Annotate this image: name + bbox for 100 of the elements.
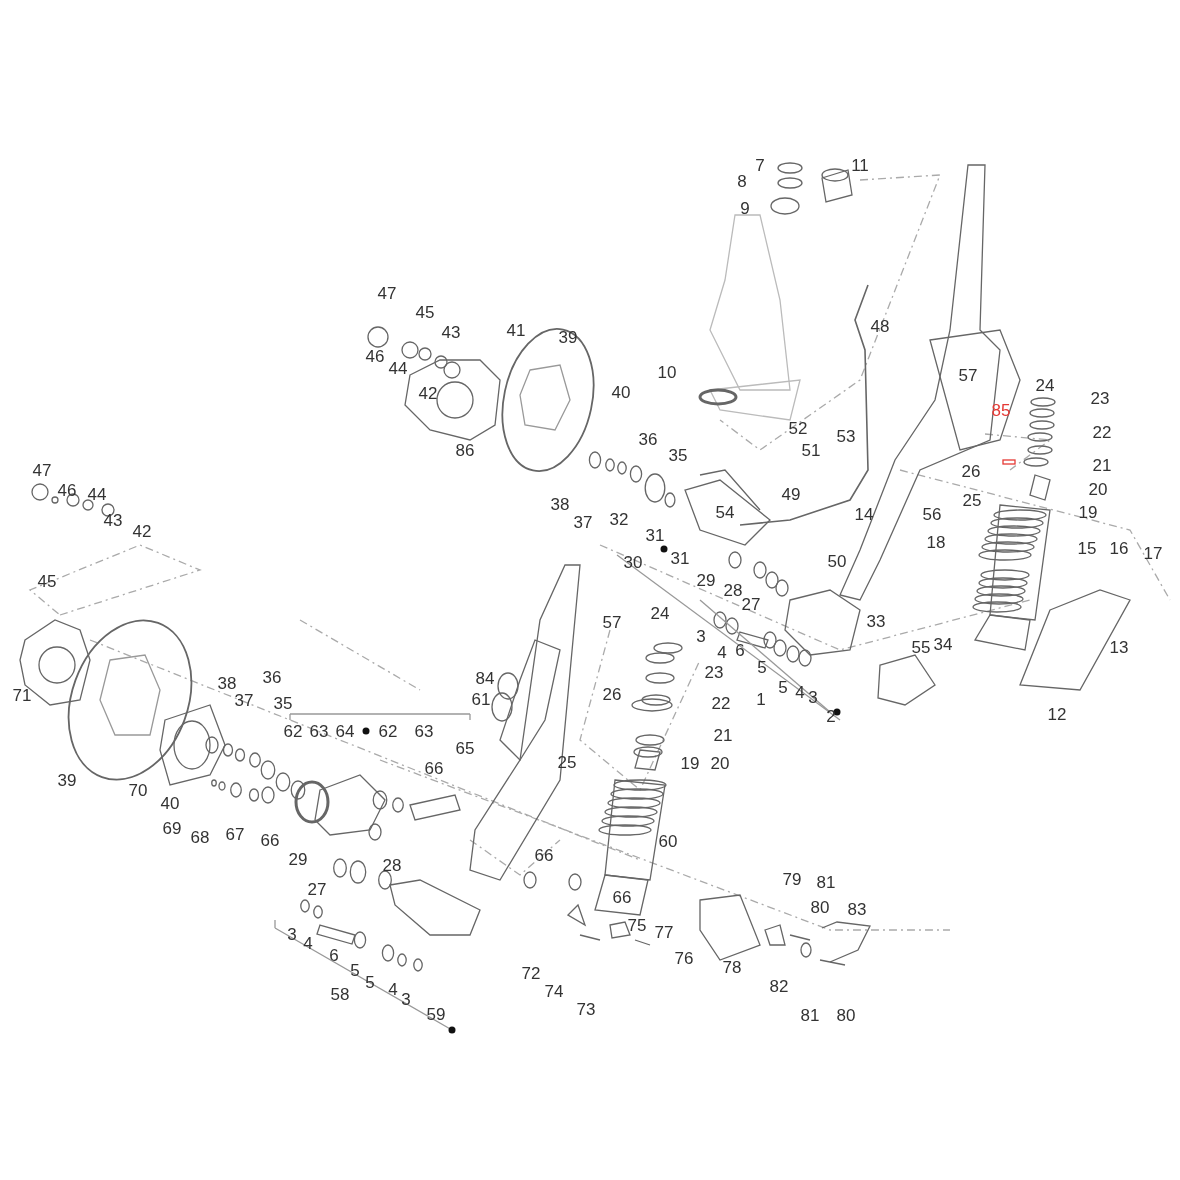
callout-number: 66 xyxy=(260,831,280,849)
callout-number: 29 xyxy=(288,850,308,868)
callout-number: 27 xyxy=(307,880,327,898)
callout-number: 57 xyxy=(958,366,978,384)
callout-number: 9 xyxy=(740,199,750,217)
callout-number: 67 xyxy=(225,825,245,843)
callout-number: 39 xyxy=(558,328,578,346)
callout-number: 37 xyxy=(234,691,254,709)
callout-number: 66 xyxy=(612,888,632,906)
callout-number: 80 xyxy=(810,898,830,916)
callout-number: 27 xyxy=(741,595,761,613)
callout-number: 84 xyxy=(475,669,495,687)
callout-number: 5 xyxy=(757,658,767,676)
callout-number: 58 xyxy=(330,985,350,1003)
callout-number: 63 xyxy=(309,722,329,740)
callout-number: 22 xyxy=(711,694,731,712)
callout-number: 47 xyxy=(377,284,397,302)
callout-number: 43 xyxy=(103,511,123,529)
callout-number: 20 xyxy=(1088,480,1108,498)
callout-number: 38 xyxy=(550,495,570,513)
callout-number: 3 xyxy=(287,925,297,943)
callout-number: 52 xyxy=(788,419,808,437)
callout-number: 25 xyxy=(557,753,577,771)
callout-number: 86 xyxy=(455,441,475,459)
callout-number: 77 xyxy=(654,923,674,941)
callout-number: 17 xyxy=(1143,544,1163,562)
callout-number: 30 xyxy=(623,553,643,571)
callout-number: 28 xyxy=(382,856,402,874)
callout-number: 49 xyxy=(781,485,801,503)
callout-number: 81 xyxy=(816,873,836,891)
callout-number: 4 xyxy=(717,643,727,661)
callout-number: 25 xyxy=(962,491,982,509)
callout-number: 66 xyxy=(534,846,554,864)
callout-number: 35 xyxy=(668,446,688,464)
callout-number: 51 xyxy=(801,441,821,459)
callout-number: 63 xyxy=(414,722,434,740)
callout-number: 46 xyxy=(57,481,77,499)
callout-number: 16 xyxy=(1109,539,1129,557)
callout-number: 47 xyxy=(32,461,52,479)
callout-number: 50 xyxy=(827,552,847,570)
callout-number: 37 xyxy=(573,513,593,531)
callout-number: 22 xyxy=(1092,423,1112,441)
callout-number: 28 xyxy=(723,581,743,599)
callout-number: 44 xyxy=(87,485,107,503)
callout-number: 5 xyxy=(778,678,788,696)
callout-number: 3 xyxy=(696,627,706,645)
callout-number: 31 xyxy=(670,549,690,567)
callout-number: 74 xyxy=(544,982,564,1000)
callout-number: 42 xyxy=(132,522,152,540)
callout-number: 61 xyxy=(471,690,491,708)
callout-number: 59 xyxy=(426,1005,446,1023)
callout-number: 15 xyxy=(1077,539,1097,557)
callout-number: 24 xyxy=(650,604,670,622)
callout-number: 21 xyxy=(713,726,733,744)
callout-number: 73 xyxy=(576,1000,596,1018)
callout-number: 2 xyxy=(826,707,836,725)
callout-number: 40 xyxy=(160,794,180,812)
callout-number: 18 xyxy=(926,533,946,551)
callout-number: 26 xyxy=(961,462,981,480)
callout-number: 39 xyxy=(57,771,77,789)
callout-number: 48 xyxy=(870,317,890,335)
callout-number: 53 xyxy=(836,427,856,445)
callout-number: 40 xyxy=(611,383,631,401)
callout-number: 41 xyxy=(506,321,526,339)
callout-number: 71 xyxy=(12,686,32,704)
callout-number: 62 xyxy=(378,722,398,740)
callout-number: 79 xyxy=(782,870,802,888)
callout-number: 35 xyxy=(273,694,293,712)
callout-number: 4 xyxy=(303,934,313,952)
callout-number: 4 xyxy=(795,683,805,701)
callout-number: 6 xyxy=(735,641,745,659)
callout-number: 60 xyxy=(658,832,678,850)
callout-number: 11 xyxy=(851,156,869,174)
callout-number: 5 xyxy=(350,961,360,979)
callout-number: 8 xyxy=(737,172,747,190)
callout-number: 34 xyxy=(933,635,953,653)
callout-number: 1 xyxy=(756,690,766,708)
callout-number: 23 xyxy=(704,663,724,681)
callout-number: 83 xyxy=(847,900,867,918)
callout-number: 80 xyxy=(836,1006,856,1024)
callout-number: 32 xyxy=(609,510,629,528)
callout-number: 4 xyxy=(388,980,398,998)
callout-number: 23 xyxy=(1090,389,1110,407)
callout-number: 62 xyxy=(283,722,303,740)
callout-number: 10 xyxy=(657,363,677,381)
callout-number: 55 xyxy=(911,638,931,656)
callout-number: 26 xyxy=(602,685,622,703)
callout-number: 3 xyxy=(401,990,411,1008)
callout-number: 72 xyxy=(521,964,541,982)
callout-number: 42 xyxy=(418,384,438,402)
callout-number: 66 xyxy=(424,759,444,777)
callout-number: 78 xyxy=(722,958,742,976)
callout-number: 31 xyxy=(645,526,665,544)
callout-number: 56 xyxy=(922,505,942,523)
callout-number: 65 xyxy=(455,739,475,757)
callout-number: 36 xyxy=(638,430,658,448)
callout-number: 33 xyxy=(866,612,886,630)
callout-number: 45 xyxy=(415,303,435,321)
callout-number: 82 xyxy=(769,977,789,995)
callout-number: 44 xyxy=(388,359,408,377)
